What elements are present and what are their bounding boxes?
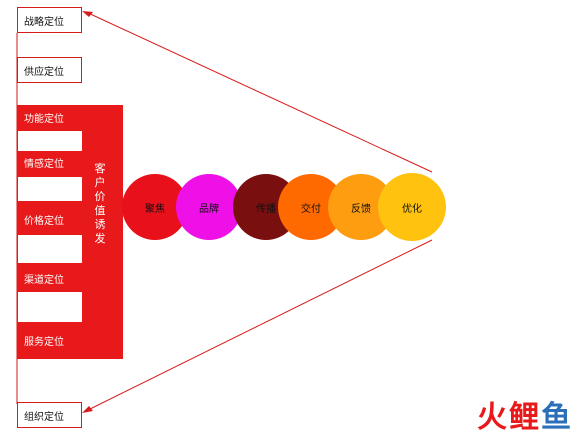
circle-feedback-label: 反馈	[351, 203, 371, 215]
gap-4	[18, 292, 82, 322]
gap-1	[18, 131, 82, 151]
supply-positioning-box: 供应定位	[17, 57, 82, 83]
watermark-char-3: 鱼	[541, 400, 573, 435]
function-positioning-label: 功能定位	[24, 114, 64, 125]
price-positioning-label: 价格定位	[24, 216, 64, 227]
supply-positioning-label: 供应定位	[24, 66, 64, 78]
watermark-char-1: 火	[477, 400, 509, 435]
circle-communication-label: 传播	[256, 203, 276, 215]
upper-arrow-head	[82, 11, 93, 17]
upper-arrow-line	[85, 11, 433, 173]
circle-focus-label: 聚焦	[145, 203, 165, 215]
circle-brand: 品牌	[176, 174, 242, 240]
watermark-char-2: 鲤	[509, 400, 541, 435]
channel-positioning-label: 渠道定位	[24, 275, 64, 286]
lower-arrow-head	[82, 406, 93, 413]
organization-positioning-label: 组织定位	[24, 411, 64, 423]
gap-3	[18, 235, 82, 263]
circle-optimization: 优化	[378, 173, 446, 241]
watermark-logo: 火 鲤 鱼	[477, 392, 573, 436]
service-positioning-label: 服务定位	[24, 337, 64, 348]
gap-2	[18, 177, 82, 201]
circle-brand-label: 品牌	[199, 203, 219, 215]
circle-delivery-label: 交付	[301, 203, 321, 215]
lower-arrow-line	[85, 239, 433, 412]
organization-positioning-box: 组织定位	[17, 402, 82, 428]
customer-value-trigger-text: 客户价值诱发	[94, 162, 106, 245]
emotion-positioning-label: 情感定位	[24, 159, 64, 170]
strategy-positioning-box: 战略定位	[17, 7, 82, 33]
strategy-positioning-label: 战略定位	[24, 16, 64, 28]
circle-optimization-label: 优化	[402, 203, 422, 215]
